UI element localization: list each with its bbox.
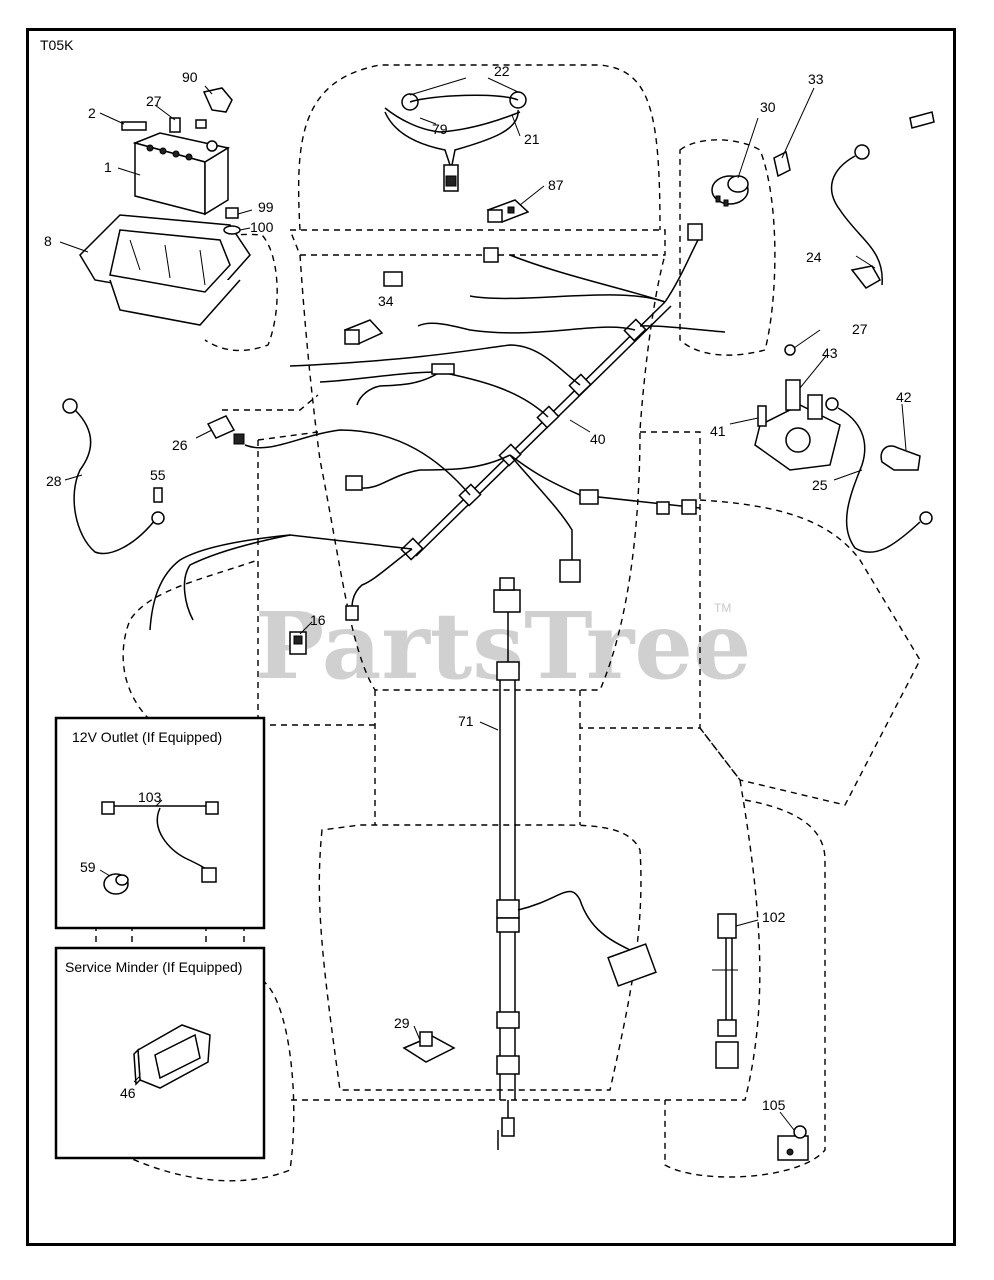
cable-28 bbox=[62, 398, 165, 555]
callout-71: 71 bbox=[458, 713, 474, 729]
callout-27-battery: 27 bbox=[146, 93, 162, 109]
callout-34: 34 bbox=[378, 293, 394, 309]
diagram-frame bbox=[26, 28, 956, 1246]
inset-12v-outlet: 12V Outlet (If Equipped) bbox=[54, 716, 266, 930]
switch-29 bbox=[402, 1031, 456, 1063]
callout-105: 105 bbox=[762, 1097, 786, 1113]
bolt-41 bbox=[757, 405, 767, 427]
fuse-26 bbox=[206, 415, 245, 445]
battery bbox=[132, 132, 230, 216]
callout-29: 29 bbox=[394, 1015, 410, 1031]
leader-lines bbox=[59, 77, 907, 1131]
callout-25: 25 bbox=[812, 477, 828, 493]
switch-34 bbox=[343, 319, 384, 345]
boot-42 bbox=[880, 445, 921, 471]
callouts: 1 2 8 16 21 22 24 25 26 27 27 28 29 30 3… bbox=[44, 63, 912, 1113]
callout-46: 46 bbox=[120, 1085, 136, 1101]
inset-service-minder: Service Minder (If Equipped) bbox=[54, 946, 266, 1160]
callout-99: 99 bbox=[258, 199, 274, 215]
solenoid-43 bbox=[754, 344, 841, 471]
callout-102: 102 bbox=[762, 909, 786, 925]
diagram-code: T05K bbox=[40, 37, 74, 53]
callout-8: 8 bbox=[44, 233, 52, 249]
cable-25 bbox=[825, 397, 933, 553]
headlight-harness bbox=[384, 91, 527, 192]
part-105 bbox=[777, 1125, 809, 1161]
callout-40: 40 bbox=[590, 431, 606, 447]
callout-79: 79 bbox=[432, 121, 448, 137]
callout-26: 26 bbox=[172, 437, 188, 453]
callout-41: 41 bbox=[710, 423, 726, 439]
callout-42: 42 bbox=[896, 389, 912, 405]
chassis-outline bbox=[95, 64, 921, 1182]
callout-43: 43 bbox=[822, 345, 838, 361]
callout-30: 30 bbox=[760, 99, 776, 115]
relay-87 bbox=[486, 199, 530, 223]
harness-71 bbox=[493, 577, 657, 1150]
battery-tray bbox=[79, 214, 251, 326]
inset-outlet-title: 12V Outlet (If Equipped) bbox=[72, 729, 222, 745]
part-16 bbox=[289, 631, 307, 655]
callout-33: 33 bbox=[808, 71, 824, 87]
callout-55: 55 bbox=[150, 467, 166, 483]
callout-100: 100 bbox=[250, 219, 274, 235]
callout-28: 28 bbox=[46, 473, 62, 489]
harness-40 bbox=[149, 223, 726, 631]
part-102 bbox=[712, 913, 739, 1069]
callout-16: 16 bbox=[310, 612, 326, 628]
callout-21: 21 bbox=[524, 131, 540, 147]
callout-87: 87 bbox=[548, 177, 564, 193]
ignition-30 bbox=[711, 175, 749, 207]
inset-minder-title: Service Minder (If Equipped) bbox=[65, 959, 242, 975]
trademark: TM bbox=[714, 601, 731, 615]
callout-22: 22 bbox=[494, 63, 510, 79]
callout-1: 1 bbox=[104, 159, 112, 175]
callout-2: 2 bbox=[88, 105, 96, 121]
battery-bolts bbox=[121, 87, 241, 235]
callout-24: 24 bbox=[806, 249, 822, 265]
cap-33 bbox=[773, 150, 791, 178]
callout-103: 103 bbox=[138, 789, 162, 805]
cable-24 bbox=[830, 111, 935, 289]
callout-59: 59 bbox=[80, 859, 96, 875]
callout-90: 90 bbox=[182, 69, 198, 85]
callout-27-solenoid: 27 bbox=[852, 321, 868, 337]
